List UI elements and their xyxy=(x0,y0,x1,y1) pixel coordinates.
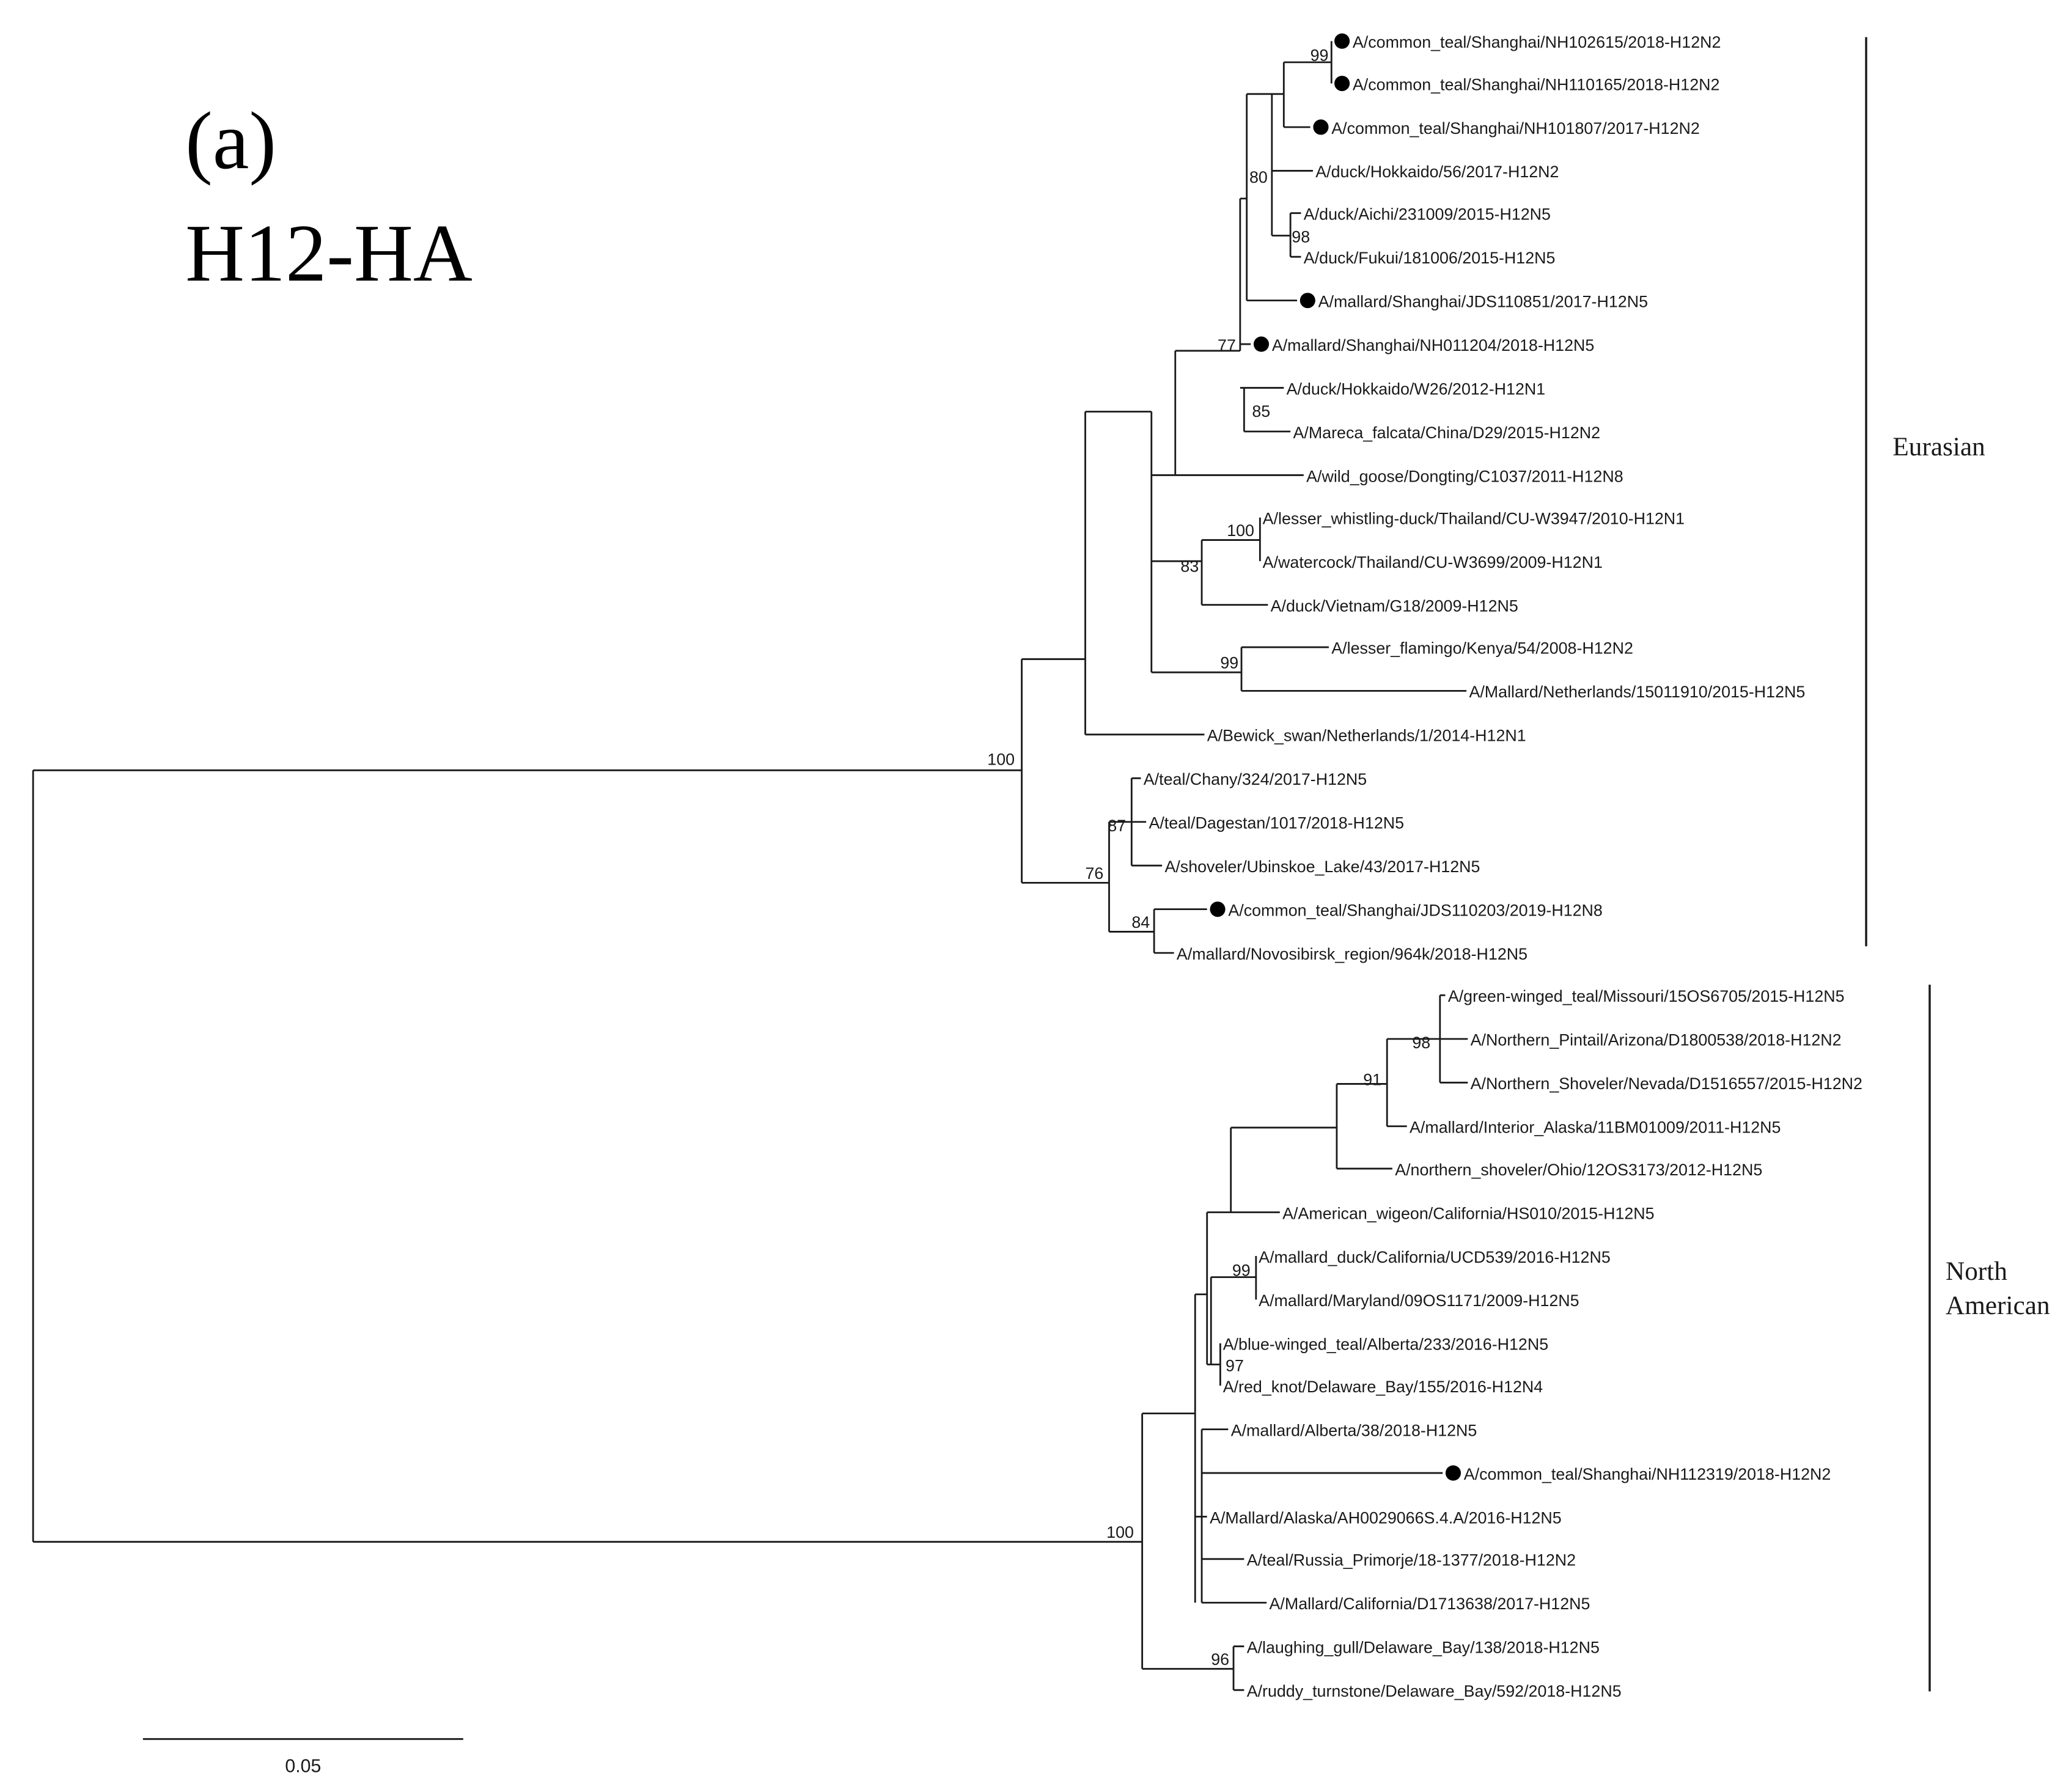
taxon-label: A/northern_shoveler/Ohio/12OS3173/2012-H… xyxy=(1395,1161,1762,1179)
bootstrap-value: 83 xyxy=(1180,557,1199,576)
taxon-label: A/Mallard/Netherlands/15011910/2015-H12N… xyxy=(1469,683,1805,701)
taxon-label: A/red_knot/Delaware_Bay/155/2016-H12N4 xyxy=(1223,1378,1543,1396)
taxon-label: A/mallard/Novosibirsk_region/964k/2018-H… xyxy=(1177,945,1527,963)
bootstrap-value: 99 xyxy=(1220,654,1238,672)
taxon-label: A/common_teal/Shanghai/NH102615/2018-H12… xyxy=(1353,33,1721,51)
bootstrap-value: 96 xyxy=(1211,1650,1229,1669)
tip-marker-dot xyxy=(1334,33,1350,49)
taxon-label: A/ruddy_turnstone/Delaware_Bay/592/2018-… xyxy=(1247,1682,1622,1700)
bootstrap-value: 100 xyxy=(1106,1523,1134,1541)
taxon-label: A/mallard/Shanghai/JDS110851/2017-H12N5 xyxy=(1318,292,1648,310)
taxon-label: A/Mallard/Alaska/AH0029066S.4.A/2016-H12… xyxy=(1210,1508,1562,1527)
taxon-label: A/duck/Aichi/231009/2015-H12N5 xyxy=(1304,205,1551,224)
taxon-label: A/teal/Russia_Primorje/18-1377/2018-H12N… xyxy=(1247,1551,1576,1570)
north-american-clade-label-line1: North xyxy=(1946,1257,2007,1286)
taxon-label: A/mallard/Maryland/09OS1171/2009-H12N5 xyxy=(1259,1291,1579,1310)
taxon-label: A/Bewick_swan/Netherlands/1/2014-H12N1 xyxy=(1207,727,1526,745)
tip-marker-dot xyxy=(1334,75,1350,92)
bootstrap-labels: 99 98 80 85 77 100 83 99 100 87 84 76 100 98 91 99 97 96 xyxy=(987,46,1430,1669)
taxon-label: A/wild_goose/Dongting/C1037/2011-H12N8 xyxy=(1306,467,1623,485)
tree-branches xyxy=(32,41,1468,1691)
taxon-labels: A/common_teal/Shanghai/NH102615/2018-H12… xyxy=(1144,33,1862,1700)
taxon-label: A/teal/Dagestan/1017/2018-H12N5 xyxy=(1149,814,1404,832)
taxon-label: A/shoveler/Ubinskoe_Lake/43/2017-H12N5 xyxy=(1164,857,1480,876)
taxon-label: A/duck/Hokkaido/56/2017-H12N2 xyxy=(1315,163,1559,181)
taxon-label: A/Mareca_falcata/China/D29/2015-H12N2 xyxy=(1293,424,1600,442)
bootstrap-value: 80 xyxy=(1249,168,1268,186)
north-american-clade-label-line2: American xyxy=(1946,1291,2050,1320)
panel-title: H12-HA xyxy=(185,208,472,299)
bootstrap-value: 77 xyxy=(1218,336,1236,354)
taxon-label: A/mallard/Shanghai/NH011204/2018-H12N5 xyxy=(1272,336,1594,354)
taxon-label: A/mallard_duck/California/UCD539/2016-H1… xyxy=(1259,1248,1611,1266)
taxon-label: A/Mallard/California/D1713638/2017-H12N5 xyxy=(1270,1595,1590,1613)
bootstrap-value: 84 xyxy=(1131,913,1150,931)
tip-marker-dot xyxy=(1313,119,1329,135)
taxon-label: A/teal/Chany/324/2017-H12N5 xyxy=(1144,770,1367,788)
taxon-label: A/duck/Hokkaido/W26/2012-H12N1 xyxy=(1287,380,1546,398)
bootstrap-value: 97 xyxy=(1226,1356,1244,1375)
bootstrap-value: 100 xyxy=(987,751,1015,769)
bootstrap-value: 85 xyxy=(1252,402,1270,420)
tip-marker-dot xyxy=(1210,902,1226,917)
bootstrap-value: 76 xyxy=(1086,864,1104,883)
bootstrap-value: 87 xyxy=(1108,817,1126,835)
taxon-label: A/Northern_Pintail/Arizona/D1800538/2018… xyxy=(1471,1031,1842,1049)
taxon-label: A/laughing_gull/Delaware_Bay/138/2018-H1… xyxy=(1247,1639,1600,1657)
taxon-label: A/American_wigeon/California/HS010/2015-… xyxy=(1282,1204,1654,1222)
eurasian-clade-label: Eurasian xyxy=(1892,432,1985,461)
tip-marker-dot xyxy=(1253,336,1270,352)
branch-paths xyxy=(32,41,1468,1691)
taxon-label: A/duck/Vietnam/G18/2009-H12N5 xyxy=(1271,597,1518,615)
taxon-label: A/green-winged_teal/Missouri/15OS6705/20… xyxy=(1448,987,1845,1005)
scale-bar-label: 0.05 xyxy=(285,1756,321,1776)
taxon-label: A/mallard/Alberta/38/2018-H12N5 xyxy=(1231,1421,1477,1439)
taxon-label: A/watercock/Thailand/CU-W3699/2009-H12N1 xyxy=(1263,553,1603,571)
taxon-label: A/Northern_Shoveler/Nevada/D1516557/2015… xyxy=(1471,1074,1862,1093)
taxon-label: A/lesser_flamingo/Kenya/54/2008-H12N2 xyxy=(1331,639,1633,658)
taxon-label: A/blue-winged_teal/Alberta/233/2016-H12N… xyxy=(1223,1335,1548,1354)
taxon-label: A/common_teal/Shanghai/NH101807/2017-H12… xyxy=(1331,119,1700,138)
tip-marker-dot xyxy=(1300,293,1315,309)
taxon-label: A/common_teal/Shanghai/JDS110203/2019-H1… xyxy=(1228,901,1602,919)
taxon-label: A/common_teal/Shanghai/NH112319/2018-H12… xyxy=(1464,1465,1831,1483)
taxon-label: A/lesser_whistling-duck/Thailand/CU-W394… xyxy=(1263,510,1685,528)
tip-marker-dot xyxy=(1445,1465,1461,1481)
taxon-label: A/duck/Fukui/181006/2015-H12N5 xyxy=(1304,249,1556,267)
bootstrap-value: 99 xyxy=(1311,46,1329,65)
bootstrap-value: 98 xyxy=(1292,227,1310,246)
bootstrap-value: 91 xyxy=(1363,1071,1381,1089)
bootstrap-value: 100 xyxy=(1227,521,1254,540)
taxon-label: A/mallard/Interior_Alaska/11BM01009/2011… xyxy=(1410,1118,1781,1137)
bootstrap-value: 98 xyxy=(1412,1034,1430,1052)
tip-markers xyxy=(1210,33,1461,1481)
taxon-label: A/common_teal/Shanghai/NH110165/2018-H12… xyxy=(1353,75,1720,94)
bootstrap-value: 99 xyxy=(1232,1261,1251,1279)
panel-label: (a) xyxy=(185,95,276,186)
